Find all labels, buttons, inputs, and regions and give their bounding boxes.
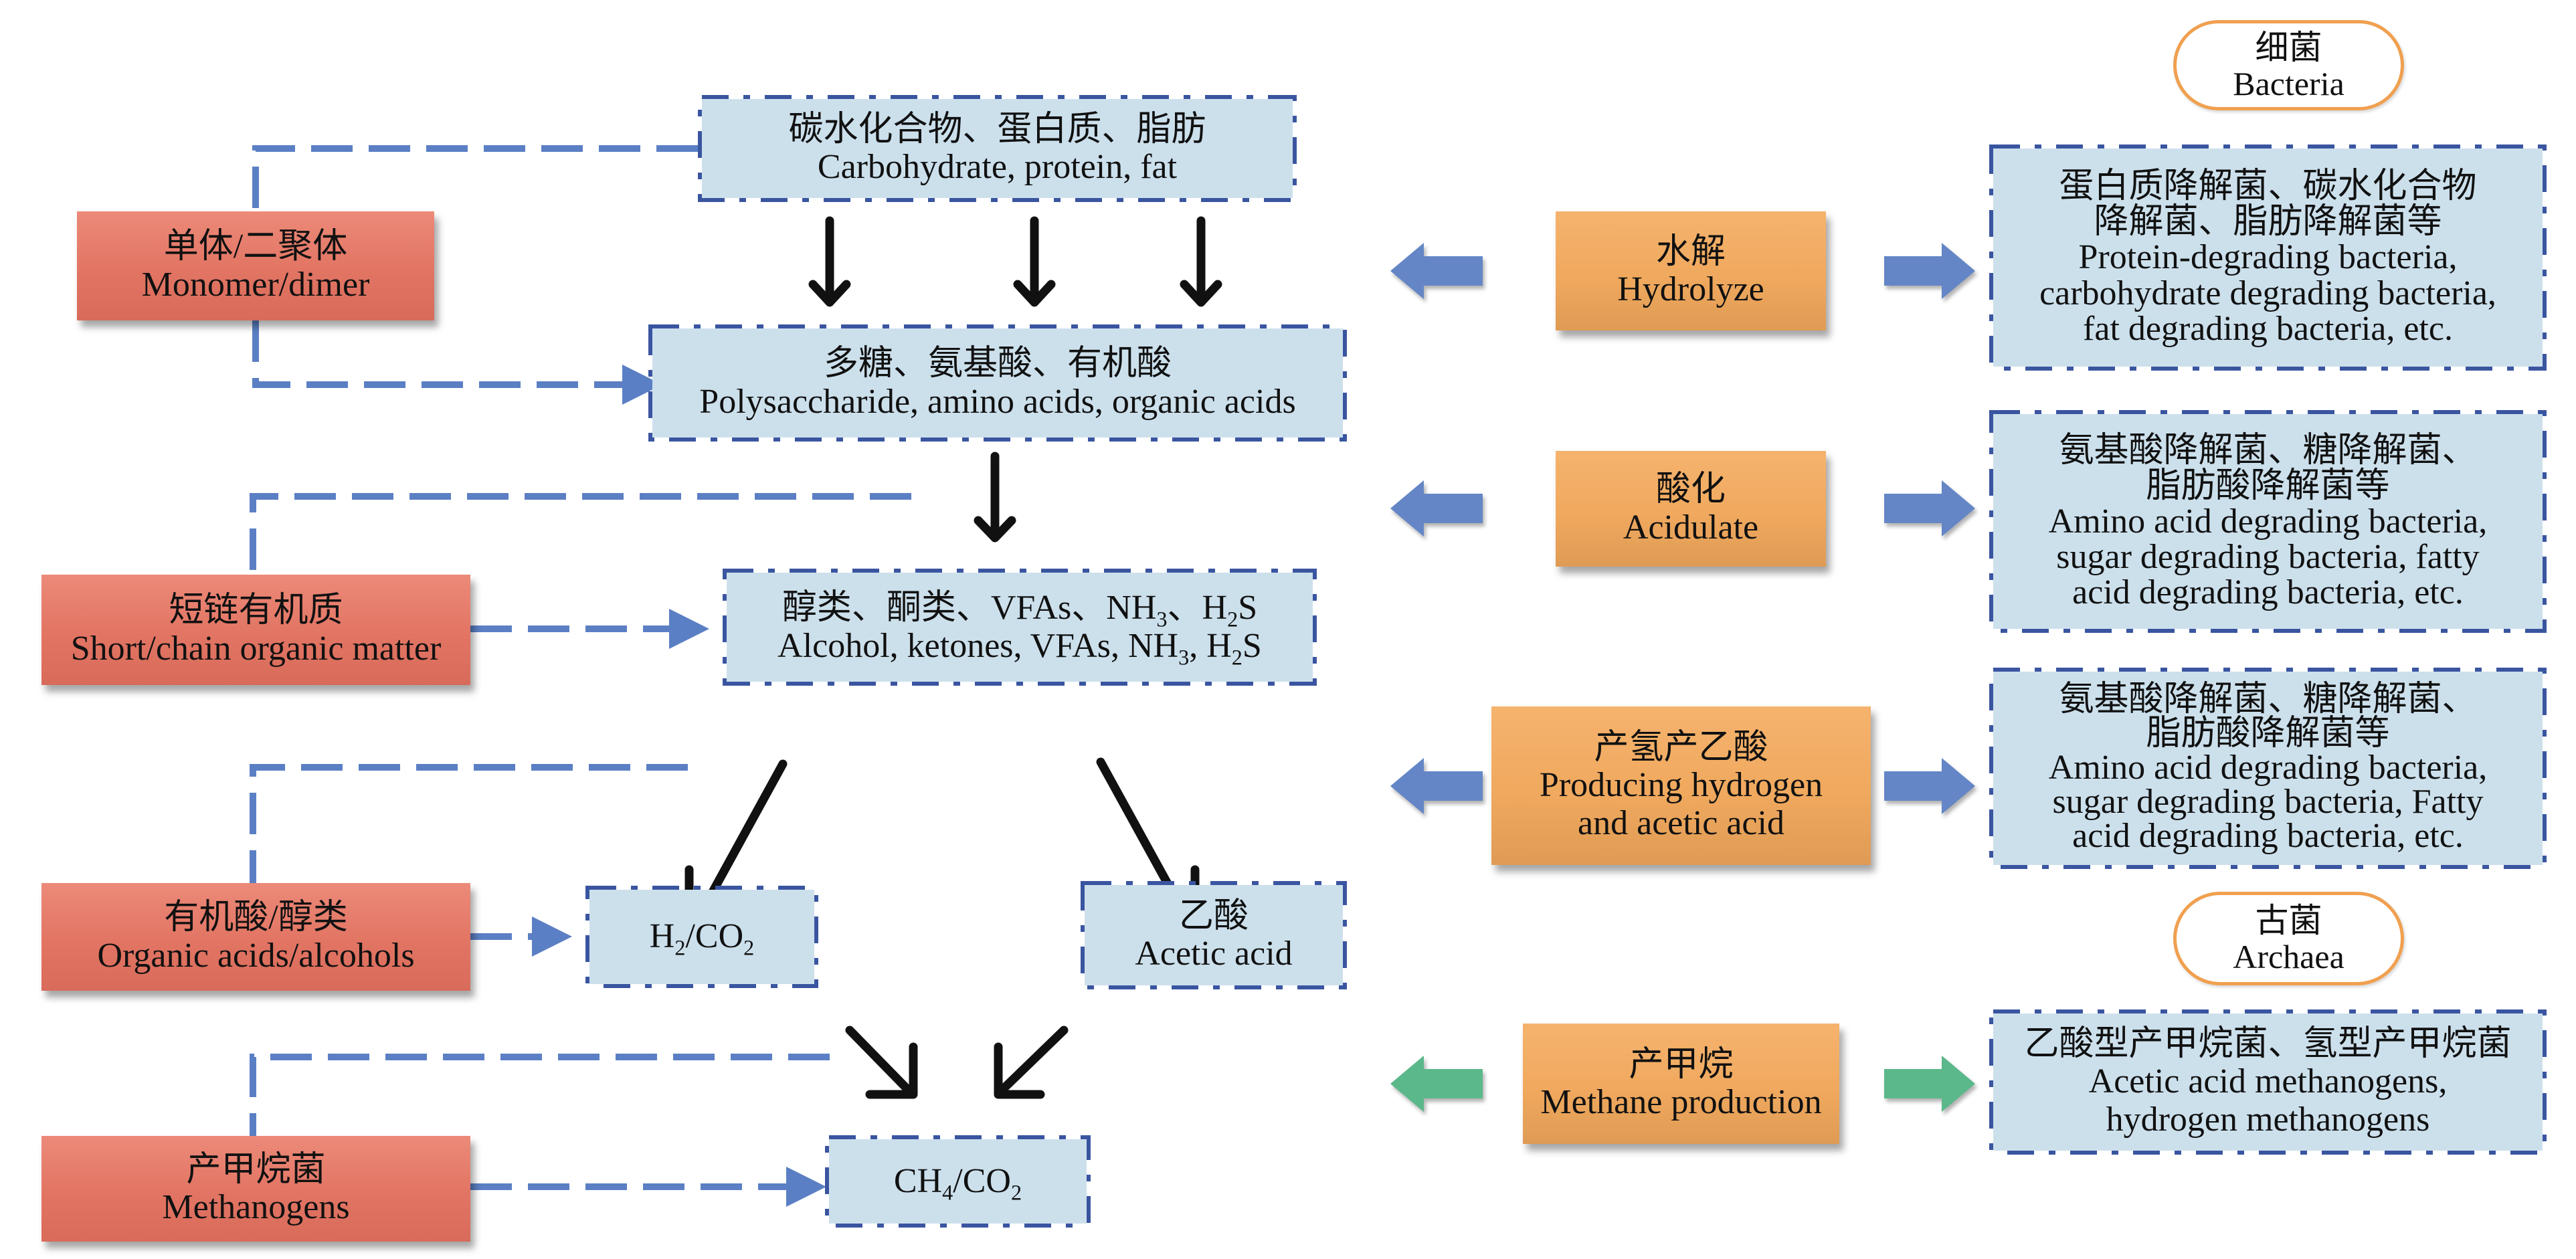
connector-methanogens bbox=[250, 1054, 830, 1207]
left-block-arrow-icon bbox=[1390, 1056, 1483, 1112]
right-block-arrow-icon bbox=[1884, 243, 1975, 299]
organism-line: sugar degrading bacteria, Fatty bbox=[2052, 782, 2484, 821]
organism-line: 脂肪酸降解菌等 bbox=[2146, 714, 2390, 753]
left-block-arrow-icon bbox=[1390, 243, 1483, 299]
stage-zh: 产甲烷 bbox=[1629, 1045, 1734, 1084]
connector-short-chain bbox=[250, 493, 911, 649]
organism-line: acid degrading bacteria, etc. bbox=[2072, 816, 2464, 855]
organism-line: 降解菌、脂肪降解菌等 bbox=[2094, 203, 2442, 241]
stage-zh: 水解 bbox=[1655, 232, 1726, 271]
stage-arrows bbox=[1390, 243, 1975, 1112]
arrow-hydrolysis-to-acid bbox=[974, 452, 1016, 543]
stage-hydrolyze: 水解 Hydrolyze bbox=[1556, 211, 1826, 330]
dashed-box-border bbox=[648, 324, 1347, 442]
methanogens-en: Methanogens bbox=[162, 1188, 350, 1226]
monomer-en: Monomer/dimer bbox=[141, 265, 370, 304]
node-monomer-dimer: 单体/二聚体 Monomer/dimer bbox=[77, 211, 434, 320]
right-block-arrow-icon bbox=[1884, 1056, 1975, 1112]
right-block-arrow-icon bbox=[1884, 480, 1975, 537]
archaea-en: Archaea bbox=[2233, 938, 2344, 975]
raw-en: Carbohydrate, protein, fat bbox=[817, 148, 1178, 186]
box-h2-co2: H2/CO2 bbox=[589, 890, 814, 984]
arrow-raw-to-hydrolysis-1 bbox=[808, 216, 851, 307]
organism-line: Amino acid degrading bacteria, bbox=[2048, 749, 2488, 787]
organisms-hydrolysis: 蛋白质降解菌、碳水化合物 降解菌、脂肪降解菌等 Protein-degradin… bbox=[1993, 149, 2543, 367]
node-organic-acids-alcohols: 有机酸/醇类 Organic acids/alcohols bbox=[41, 883, 470, 991]
archaea-zh: 古菌 bbox=[2255, 902, 2322, 939]
organism-line: fat degrading bacteria, etc. bbox=[2083, 309, 2453, 348]
short-chain-zh: 短链有机质 bbox=[169, 591, 343, 630]
organism-line: 乙酸型产甲烷菌、氢型产甲烷菌 bbox=[2024, 1025, 2512, 1064]
stage-zh: 酸化 bbox=[1655, 470, 1726, 509]
right-block-arrow-icon bbox=[1884, 758, 1975, 814]
organisms-hydrogen-acetic: 氨基酸降解菌、糖降解菌、 脂肪酸降解菌等 Amino acid degradin… bbox=[1993, 672, 2543, 865]
group-bacteria-pill: 细菌 Bacteria bbox=[2173, 20, 2404, 110]
hydrolysis-en: Polysaccharide, amino acids, organic aci… bbox=[699, 382, 1296, 421]
box-hydrolysis-products: 多糖、氨基酸、有机酸 Polysaccharide, amino acids, … bbox=[652, 328, 1343, 438]
acetic-zh: 乙酸 bbox=[1178, 896, 1249, 935]
hydrolysis-zh: 多糖、氨基酸、有机酸 bbox=[823, 345, 1172, 383]
organism-line: Acetic acid methanogens, bbox=[2088, 1062, 2448, 1101]
stage-zh: 产氢产乙酸 bbox=[1594, 729, 1768, 767]
organism-line: hydrogen methanogens bbox=[2106, 1100, 2430, 1139]
organism-line: 氨基酸降解菌、糖降解菌、 bbox=[2059, 431, 2477, 470]
monomer-zh: 单体/二聚体 bbox=[163, 227, 348, 266]
organic-acids-en: Organic acids/alcohols bbox=[97, 936, 415, 975]
raw-zh: 碳水化合物、蛋白质、脂肪 bbox=[788, 110, 1206, 149]
ch4co2-label: CH4/CO2 bbox=[893, 1161, 1022, 1205]
node-short-chain-organic-matter: 短链有机质 Short/chain organic matter bbox=[41, 575, 470, 685]
acetic-en: Acetic acid bbox=[1135, 935, 1293, 973]
short-chain-en: Short/chain organic matter bbox=[70, 629, 442, 668]
stage-en: Methane production bbox=[1540, 1083, 1822, 1121]
stage-en-2: and acetic acid bbox=[1578, 803, 1784, 842]
bacteria-zh: 细菌 bbox=[2255, 28, 2322, 66]
stage-en: Acidulate bbox=[1623, 508, 1759, 547]
organism-line: Amino acid degrading bacteria, bbox=[2048, 502, 2488, 541]
organism-line: acid degrading bacteria, etc. bbox=[2072, 573, 2464, 612]
organisms-methanogenesis: 乙酸型产甲烷菌、氢型产甲烷菌 Acetic acid methanogens, … bbox=[1993, 1013, 2543, 1151]
methanogens-zh: 产甲烷菌 bbox=[186, 1150, 326, 1189]
stage-methane-production: 产甲烷 Methane production bbox=[1523, 1024, 1839, 1144]
stage-en: Hydrolyze bbox=[1617, 270, 1764, 308]
connector-monomer bbox=[252, 145, 698, 405]
connector-organic-acids bbox=[250, 764, 688, 957]
h2co2-label: H2/CO2 bbox=[649, 917, 755, 960]
box-acidification-products: 醇类、酮类、VFAs、NH3、H2S Alcohol, ketones, VFA… bbox=[727, 573, 1313, 682]
organism-line: carbohydrate degrading bacteria, bbox=[2039, 274, 2496, 312]
arrow-h2co2-to-ch4 bbox=[845, 1026, 918, 1099]
organism-line: 蛋白质降解菌、碳水化合物 bbox=[2059, 167, 2477, 206]
arrow-acetic-to-ch4 bbox=[994, 1026, 1069, 1099]
organism-line: 脂肪酸降解菌等 bbox=[2146, 466, 2390, 505]
node-methanogens: 产甲烷菌 Methanogens bbox=[41, 1136, 470, 1242]
organisms-acidification: 氨基酸降解菌、糖降解菌、 脂肪酸降解菌等 Amino acid degradin… bbox=[1993, 414, 2543, 629]
box-ch4-co2: CH4/CO2 bbox=[829, 1139, 1087, 1224]
left-block-arrow-icon bbox=[1390, 758, 1483, 814]
acid-en: Alcohol, ketones, VFAs, NH3, H2S bbox=[777, 626, 1262, 669]
organism-line: 氨基酸降解菌、糖降解菌、 bbox=[2059, 680, 2477, 719]
left-block-arrow-icon bbox=[1390, 480, 1483, 537]
organism-line: sugar degrading bacteria, fatty bbox=[2056, 538, 2480, 577]
group-archaea-pill: 古菌 Archaea bbox=[2173, 892, 2404, 985]
organism-line: Protein-degrading bacteria, bbox=[2078, 238, 2458, 277]
stage-producing-hydrogen-acetic-acid: 产氢产乙酸 Producing hydrogen and acetic acid bbox=[1491, 706, 1871, 865]
box-acetic-acid: 乙酸 Acetic acid bbox=[1085, 885, 1343, 985]
box-raw-materials: 碳水化合物、蛋白质、脂肪 Carbohydrate, protein, fat bbox=[702, 99, 1293, 198]
stage-en: Producing hydrogen bbox=[1539, 766, 1823, 805]
organic-acids-zh: 有机酸/醇类 bbox=[164, 898, 348, 937]
arrow-raw-to-hydrolysis-2 bbox=[1013, 216, 1056, 307]
stage-acidulate: 酸化 Acidulate bbox=[1556, 451, 1826, 567]
arrow-raw-to-hydrolysis-3 bbox=[1180, 216, 1222, 307]
acid-zh: 醇类、酮类、VFAs、NH3、H2S bbox=[781, 589, 1258, 632]
bacteria-en: Bacteria bbox=[2233, 64, 2344, 102]
